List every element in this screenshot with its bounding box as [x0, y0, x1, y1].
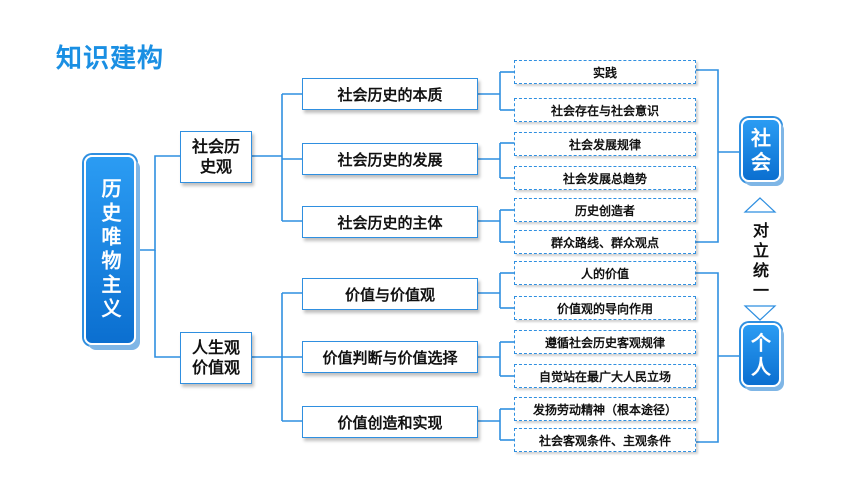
root-label: 历史唯物主义	[98, 178, 122, 322]
detail-practice: 实践	[514, 60, 696, 84]
root-node: 历史唯物主义	[84, 155, 136, 345]
individual-label: 个人	[751, 331, 771, 379]
item-value-creation: 价值创造和实现	[302, 406, 478, 438]
branch-life-values: 人生观价值观	[180, 332, 252, 384]
item-history-essence: 社会历史的本质	[302, 78, 478, 110]
item-value-judgment: 价值判断与价值选择	[302, 341, 478, 373]
item-value-and-values: 价值与价值观	[302, 278, 478, 310]
detail-mass-line: 群众路线、群众观点	[514, 230, 696, 254]
detail-people-stance: 自觉站在最广大人民立场	[514, 364, 696, 388]
detail-development-trend: 社会发展总趋势	[514, 166, 696, 190]
detail-existence-consciousness: 社会存在与社会意识	[514, 98, 696, 122]
branch-label: 人生观价值观	[191, 338, 240, 377]
individual-node: 个人	[741, 323, 781, 387]
detail-development-law: 社会发展规律	[514, 132, 696, 156]
page-title: 知识建构	[56, 44, 165, 74]
detail-labor-spirit: 发扬劳动精神（根本途径）	[514, 397, 696, 421]
detail-history-creator: 历史创造者	[514, 198, 696, 222]
detail-value-guidance: 价值观的导向作用	[514, 296, 696, 320]
society-node: 社会	[741, 118, 781, 182]
branch-social-history: 社会历史观	[180, 131, 252, 183]
item-history-subject: 社会历史的主体	[302, 206, 478, 238]
society-label: 社会	[751, 126, 771, 174]
detail-follow-laws: 遵循社会历史客观规律	[514, 330, 696, 354]
detail-conditions: 社会客观条件、主观条件	[514, 428, 696, 452]
branch-label: 社会历史观	[191, 137, 240, 176]
detail-human-value: 人的价值	[514, 261, 696, 285]
item-history-development: 社会历史的发展	[302, 143, 478, 175]
unity-of-opposites-label: 对立统一	[752, 221, 769, 300]
